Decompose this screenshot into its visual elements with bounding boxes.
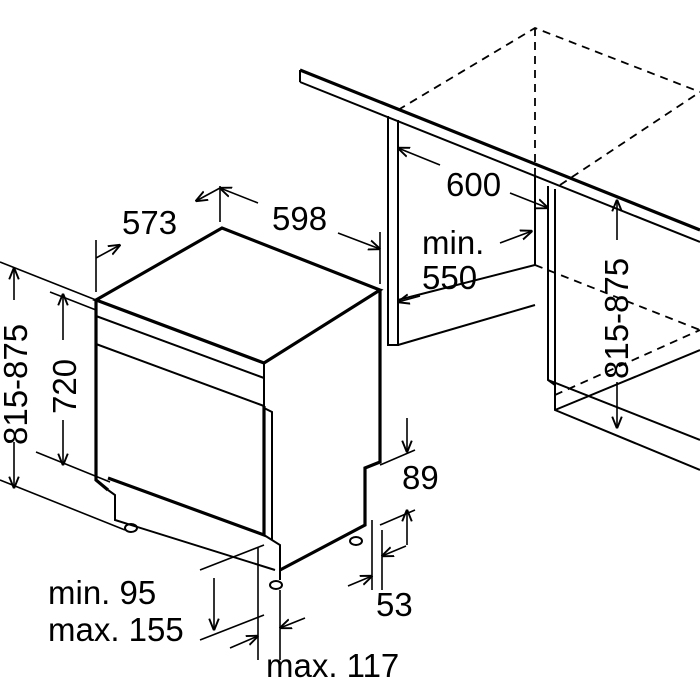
dishwasher-top (92, 226, 384, 365)
dim-53-left-arrow (347, 576, 372, 587)
niche-top-dashed (397, 27, 700, 111)
niche-top-right-dashed (559, 91, 700, 186)
side-bottom (279, 524, 366, 571)
front-bottom-corner (263, 534, 281, 580)
right-base-back (547, 379, 700, 441)
left-side-panel (387, 116, 399, 346)
label-min-95: min. 95 (48, 574, 156, 611)
label-573: 573 (122, 204, 177, 241)
label-max-117: max. 117 (266, 647, 399, 684)
dimension-lines (0, 148, 617, 660)
ext-720-bottom (35, 451, 111, 483)
foot-back-right (349, 536, 363, 546)
dimension-labels: 573 598 600 min. 550 815-875 815-875 720… (0, 166, 635, 684)
dim-573-left-arrow (95, 245, 120, 259)
ext-height-bottom (0, 479, 126, 531)
dim-117-right-arrow (280, 617, 306, 628)
ext-95-bottom (199, 614, 265, 641)
worktop-bottom-edge (299, 81, 700, 243)
right-base-diag (554, 349, 700, 411)
niche-floor-dashed (534, 264, 700, 331)
foot-front-left (124, 523, 138, 533)
ext-95-top (199, 544, 265, 571)
dim-550-left-arrow (398, 296, 421, 302)
dim-117-left-arrow (229, 636, 258, 649)
label-600: 600 (446, 166, 501, 203)
label-550: 550 (422, 259, 477, 296)
label-max-155: max. 155 (48, 611, 184, 648)
label-598: 598 (272, 200, 327, 237)
door-panel (107, 406, 266, 538)
label-unit-height: 815-875 (0, 324, 34, 445)
foot-front-right (269, 580, 283, 590)
label-89: 89 (402, 459, 439, 496)
label-53: 53 (376, 586, 413, 623)
door-side-edge (263, 407, 273, 540)
dishwasher-front-left (94, 300, 110, 492)
right-side-panel (547, 186, 556, 387)
dim-600-right-arrow (509, 192, 548, 208)
dim-600-left-arrow (398, 148, 441, 166)
worktop-top-edge (299, 68, 700, 232)
label-720: 720 (46, 359, 83, 414)
dim-573-right-arrow (196, 187, 221, 201)
right-base-front (554, 385, 700, 471)
left-panel-bottom (397, 304, 536, 346)
ext-720-top (49, 291, 97, 311)
niche-floor-front-dashed (554, 329, 700, 396)
dim-550-right-arrow (499, 231, 532, 244)
plinth-area (107, 489, 276, 571)
niche-cabinet (299, 27, 700, 471)
control-panel-bottom-line (95, 343, 265, 407)
dim-598-right-arrow (337, 232, 380, 249)
label-niche-height: 815-875 (598, 258, 635, 379)
control-panel-top-line (95, 315, 265, 379)
dishwasher (92, 226, 384, 590)
label-min: min. (422, 224, 484, 261)
dim-53-right-arrow (382, 545, 407, 556)
dishwasher-side (279, 290, 382, 572)
ext-89-bottom (379, 509, 416, 526)
dim-598-left-arrow (220, 188, 259, 204)
